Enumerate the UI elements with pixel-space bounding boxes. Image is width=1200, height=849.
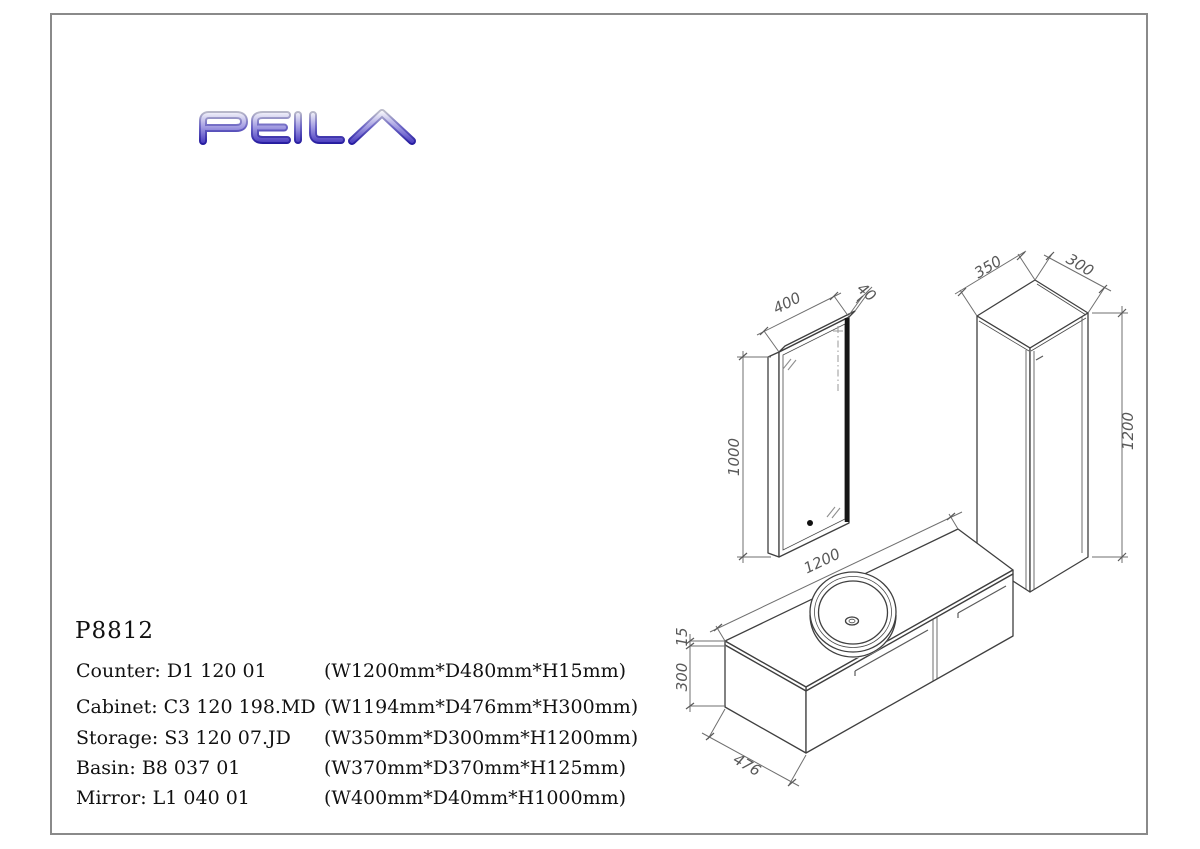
basin-drawing	[809, 571, 897, 658]
spec-row-basin: Basin: B8 037 01 (W370mm*D370mm*H125mm)	[0, 757, 700, 783]
vanity-cabinet-drawing: 1200 15 300 476	[673, 511, 1014, 787]
storage-height-label: 1200	[1119, 412, 1137, 450]
spec-dimensions: (W400mm*D40mm*H1000mm)	[324, 787, 627, 809]
spec-label-code: Mirror: L1 040 01	[76, 787, 250, 809]
mirror-touch-sensor	[807, 520, 813, 526]
spec-row-mirror: Mirror: L1 040 01 (W400mm*D40mm*H1000mm)	[0, 787, 700, 813]
spec-dimensions: (W350mm*D300mm*H1200mm)	[324, 727, 639, 749]
peila-logo-letters	[199, 109, 416, 145]
page-border-frame	[50, 13, 1148, 835]
mirror-height-dimension: 1000	[725, 351, 771, 563]
cabinet-height-label: 300	[673, 663, 691, 692]
mirror-drawing: 400 40 1000	[725, 279, 880, 563]
spec-label-code: Basin: B8 037 01	[76, 757, 241, 779]
mirror-glass-hatch	[782, 358, 841, 519]
basin-drain	[844, 616, 860, 626]
spec-dimensions: (W1194mm*D476mm*H300mm)	[324, 696, 639, 718]
spec-label-code: Cabinet: C3 120 198.MD	[76, 696, 316, 718]
spec-row-cabinet: Cabinet: C3 120 198.MD (W1194mm*D476mm*H…	[0, 696, 700, 722]
vanity-height-dimensions: 15 300	[673, 627, 726, 712]
mirror-height-label: 1000	[725, 438, 743, 476]
spec-label-code: Counter: D1 120 01	[76, 660, 267, 682]
counter-thickness-label: 15	[673, 627, 691, 646]
mirror-centerline	[833, 326, 843, 394]
storage-door-handle	[1035, 355, 1044, 361]
spec-row-counter: Counter: D1 120 01 (W1200mm*D480mm*H15mm…	[0, 660, 700, 686]
spec-label-code: Storage: S3 120 07.JD	[76, 727, 291, 749]
storage-cabinet-drawing: 350 300 1200	[954, 250, 1137, 593]
spec-row-storage: Storage: S3 120 07.JD (W350mm*D300mm*H12…	[0, 727, 700, 753]
storage-height-dimension: 1200	[1092, 306, 1137, 563]
spec-dimensions: (W1200mm*D480mm*H15mm)	[324, 660, 627, 682]
drawer-handles	[854, 585, 1007, 676]
peila-logo: PEILA	[199, 109, 416, 145]
spec-dimensions: (W370mm*D370mm*H125mm)	[324, 757, 627, 779]
model-number: P8812	[75, 618, 155, 644]
